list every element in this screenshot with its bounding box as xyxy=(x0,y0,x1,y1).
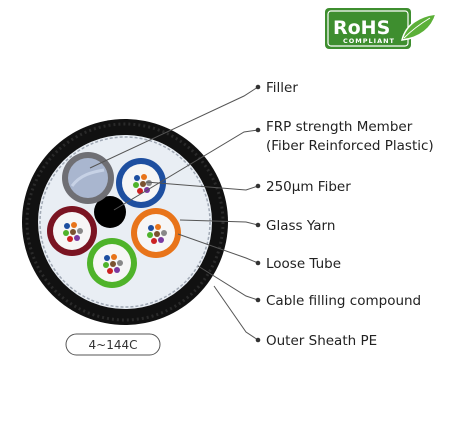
rohs-logo: RoHS COMPLIANT xyxy=(325,8,438,49)
filler-element xyxy=(62,152,114,204)
leader-glass-yarn xyxy=(179,219,259,226)
core-count-text: 4~144C xyxy=(89,338,138,352)
label-glass-yarn: Glass Yarn xyxy=(266,218,335,234)
loose-tube-red xyxy=(47,206,97,256)
label-filler: Filler xyxy=(266,80,298,96)
leader-outer-sheath xyxy=(213,285,259,341)
label-outer-sheath: Outer Sheath PE xyxy=(266,333,377,349)
rohs-logo-text: RoHS xyxy=(333,17,390,39)
rohs-logo-subtext: COMPLIANT xyxy=(343,37,395,45)
label-frp-line2: (Fiber Reinforced Plastic) xyxy=(266,138,434,154)
frp-strength-member xyxy=(94,196,126,228)
core-count-badge: 4~144C xyxy=(65,333,161,356)
leader-loose-tube xyxy=(177,233,259,264)
leader-filling-compound xyxy=(197,265,259,301)
label-fiber: 250μm Fiber xyxy=(266,179,351,195)
loose-tube-blue xyxy=(116,158,166,208)
label-filling-compound: Cable filling compound xyxy=(266,293,421,309)
sheath-texture xyxy=(25,122,225,322)
glass-yarn-layer xyxy=(39,136,211,308)
cable-drawing xyxy=(22,119,228,325)
leader-fiber xyxy=(145,181,259,191)
leader-dots xyxy=(255,84,261,343)
leader-filler xyxy=(89,86,259,169)
loose-tube-orange xyxy=(131,208,181,258)
leader-frp xyxy=(113,129,259,211)
label-loose-tube: Loose Tube xyxy=(266,256,341,272)
loose-tube-green xyxy=(87,238,137,288)
leader-lines xyxy=(89,86,259,341)
leaf-icon xyxy=(401,13,438,41)
label-frp-line1: FRP strength Member xyxy=(266,119,413,135)
